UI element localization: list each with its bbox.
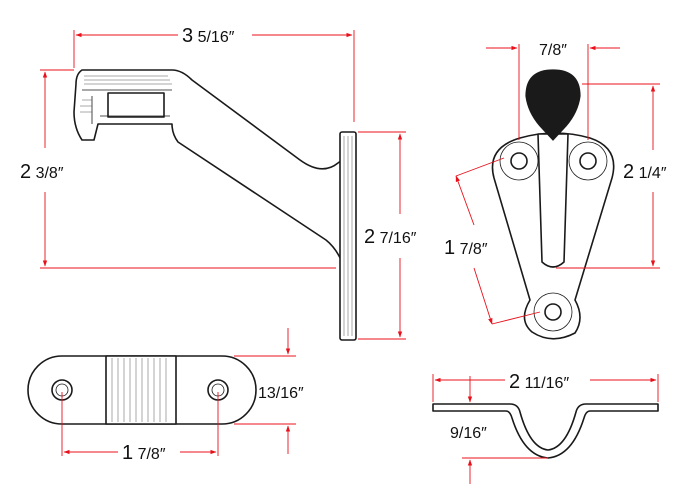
side-view <box>73 69 357 341</box>
dim-bottom-hole-spacing: 1 7/8″ <box>122 442 166 464</box>
screw-hole-top-right <box>568 141 608 181</box>
dim-bracket-height: 2 3/8″ <box>20 161 64 183</box>
bottom-boss <box>105 355 177 425</box>
dim-front-height: 2 1/4″ <box>623 161 667 183</box>
screw-hole-icon <box>510 152 528 170</box>
dim-saddle-rise: 9/16″ <box>450 425 487 442</box>
dim-saddle-length: 2 11/16″ <box>509 371 569 393</box>
front-view <box>491 69 615 340</box>
screw-hole-icon <box>579 152 597 170</box>
screw-hole-top-left <box>499 141 539 181</box>
front-arm <box>537 133 569 268</box>
bottom-boss-shading <box>111 358 167 422</box>
wall-plate-shading <box>343 136 353 336</box>
bottom-view <box>27 355 257 425</box>
screw-hole-bottom <box>533 292 573 332</box>
arm-shading <box>80 75 172 113</box>
saddle-view <box>432 403 659 459</box>
dim-bracket-projection: 3 5/16″ <box>182 25 235 47</box>
saddle-notch <box>107 92 165 118</box>
dim-front-diagonal: 1 7/8″ <box>444 237 488 259</box>
bracket-arm <box>73 69 343 263</box>
saddle-strap <box>432 403 659 459</box>
arm-head <box>525 69 581 141</box>
dimension-lines <box>40 30 660 484</box>
screw-hole-icon <box>544 303 562 321</box>
dimension-labels: 3 5/16″ 2 3/8″ 2 7/16″ 7/8″ 2 1/4″ 1 7/8… <box>20 25 667 464</box>
dim-bottom-width: 13/16″ <box>258 385 304 402</box>
dim-front-top-spacing: 7/8″ <box>539 42 567 59</box>
dim-plate-height: 2 7/16″ <box>364 226 417 248</box>
